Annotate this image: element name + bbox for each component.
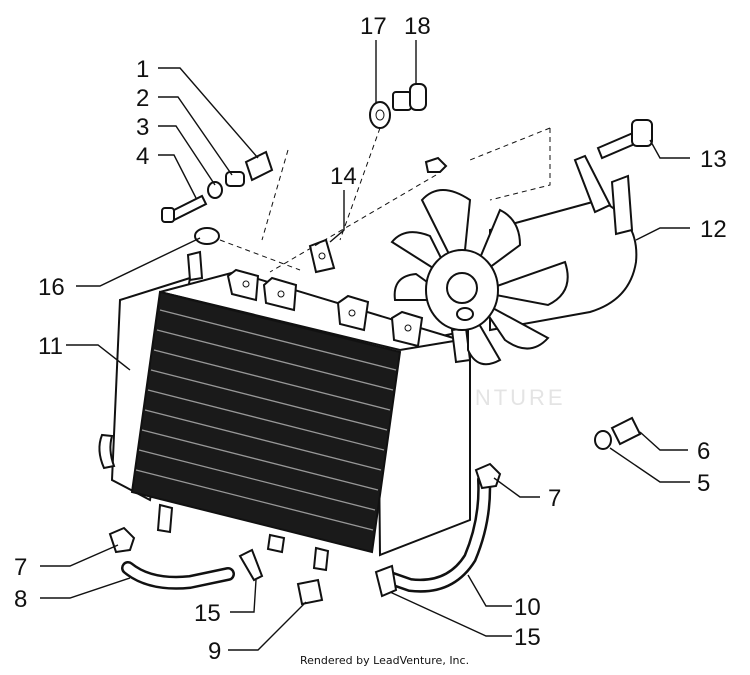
callout-3: 3: [136, 114, 149, 141]
fan-motor-drawing: [390, 154, 638, 366]
callout-6: 6: [697, 438, 710, 465]
sensor-parts-drawing: [161, 150, 274, 223]
radiator-drawing: [98, 250, 472, 572]
callout-10: 10: [514, 594, 541, 621]
callout-16: 16: [38, 274, 65, 301]
callout-13: 13: [700, 146, 727, 173]
callout-2: 2: [136, 85, 149, 112]
callout-7-right: 7: [548, 485, 561, 512]
grommet-16-drawing: [194, 227, 220, 245]
callout-8: 8: [14, 586, 27, 613]
footer-credit: Rendered by LeadVenture, Inc.: [300, 654, 469, 667]
grommet-9-drawing: [296, 578, 324, 606]
screw-13-drawing: [596, 119, 653, 160]
nut-7-right-drawing: [474, 462, 502, 490]
callout-12: 12: [700, 216, 727, 243]
callout-15-left: 15: [194, 600, 221, 627]
callout-5: 5: [697, 470, 710, 497]
bracket-14-drawing: [308, 238, 336, 274]
clamp-15-left-drawing: [238, 548, 264, 582]
callout-17: 17: [360, 13, 387, 40]
callout-1: 1: [136, 56, 149, 83]
clamp-15-right-drawing: [374, 564, 398, 598]
callout-14: 14: [330, 163, 357, 190]
callout-4: 4: [136, 143, 149, 170]
fitting-5-6-drawing: [594, 416, 642, 450]
callout-9: 9: [208, 638, 221, 665]
washer-bolt-drawing: [369, 83, 427, 129]
callout-7-left: 7: [14, 554, 27, 581]
nut-7-left-drawing: [108, 526, 136, 554]
callout-18: 18: [404, 13, 431, 40]
callout-15-right: 15: [514, 624, 541, 651]
leader-lines: [40, 40, 690, 651]
callout-11: 11: [38, 333, 63, 360]
